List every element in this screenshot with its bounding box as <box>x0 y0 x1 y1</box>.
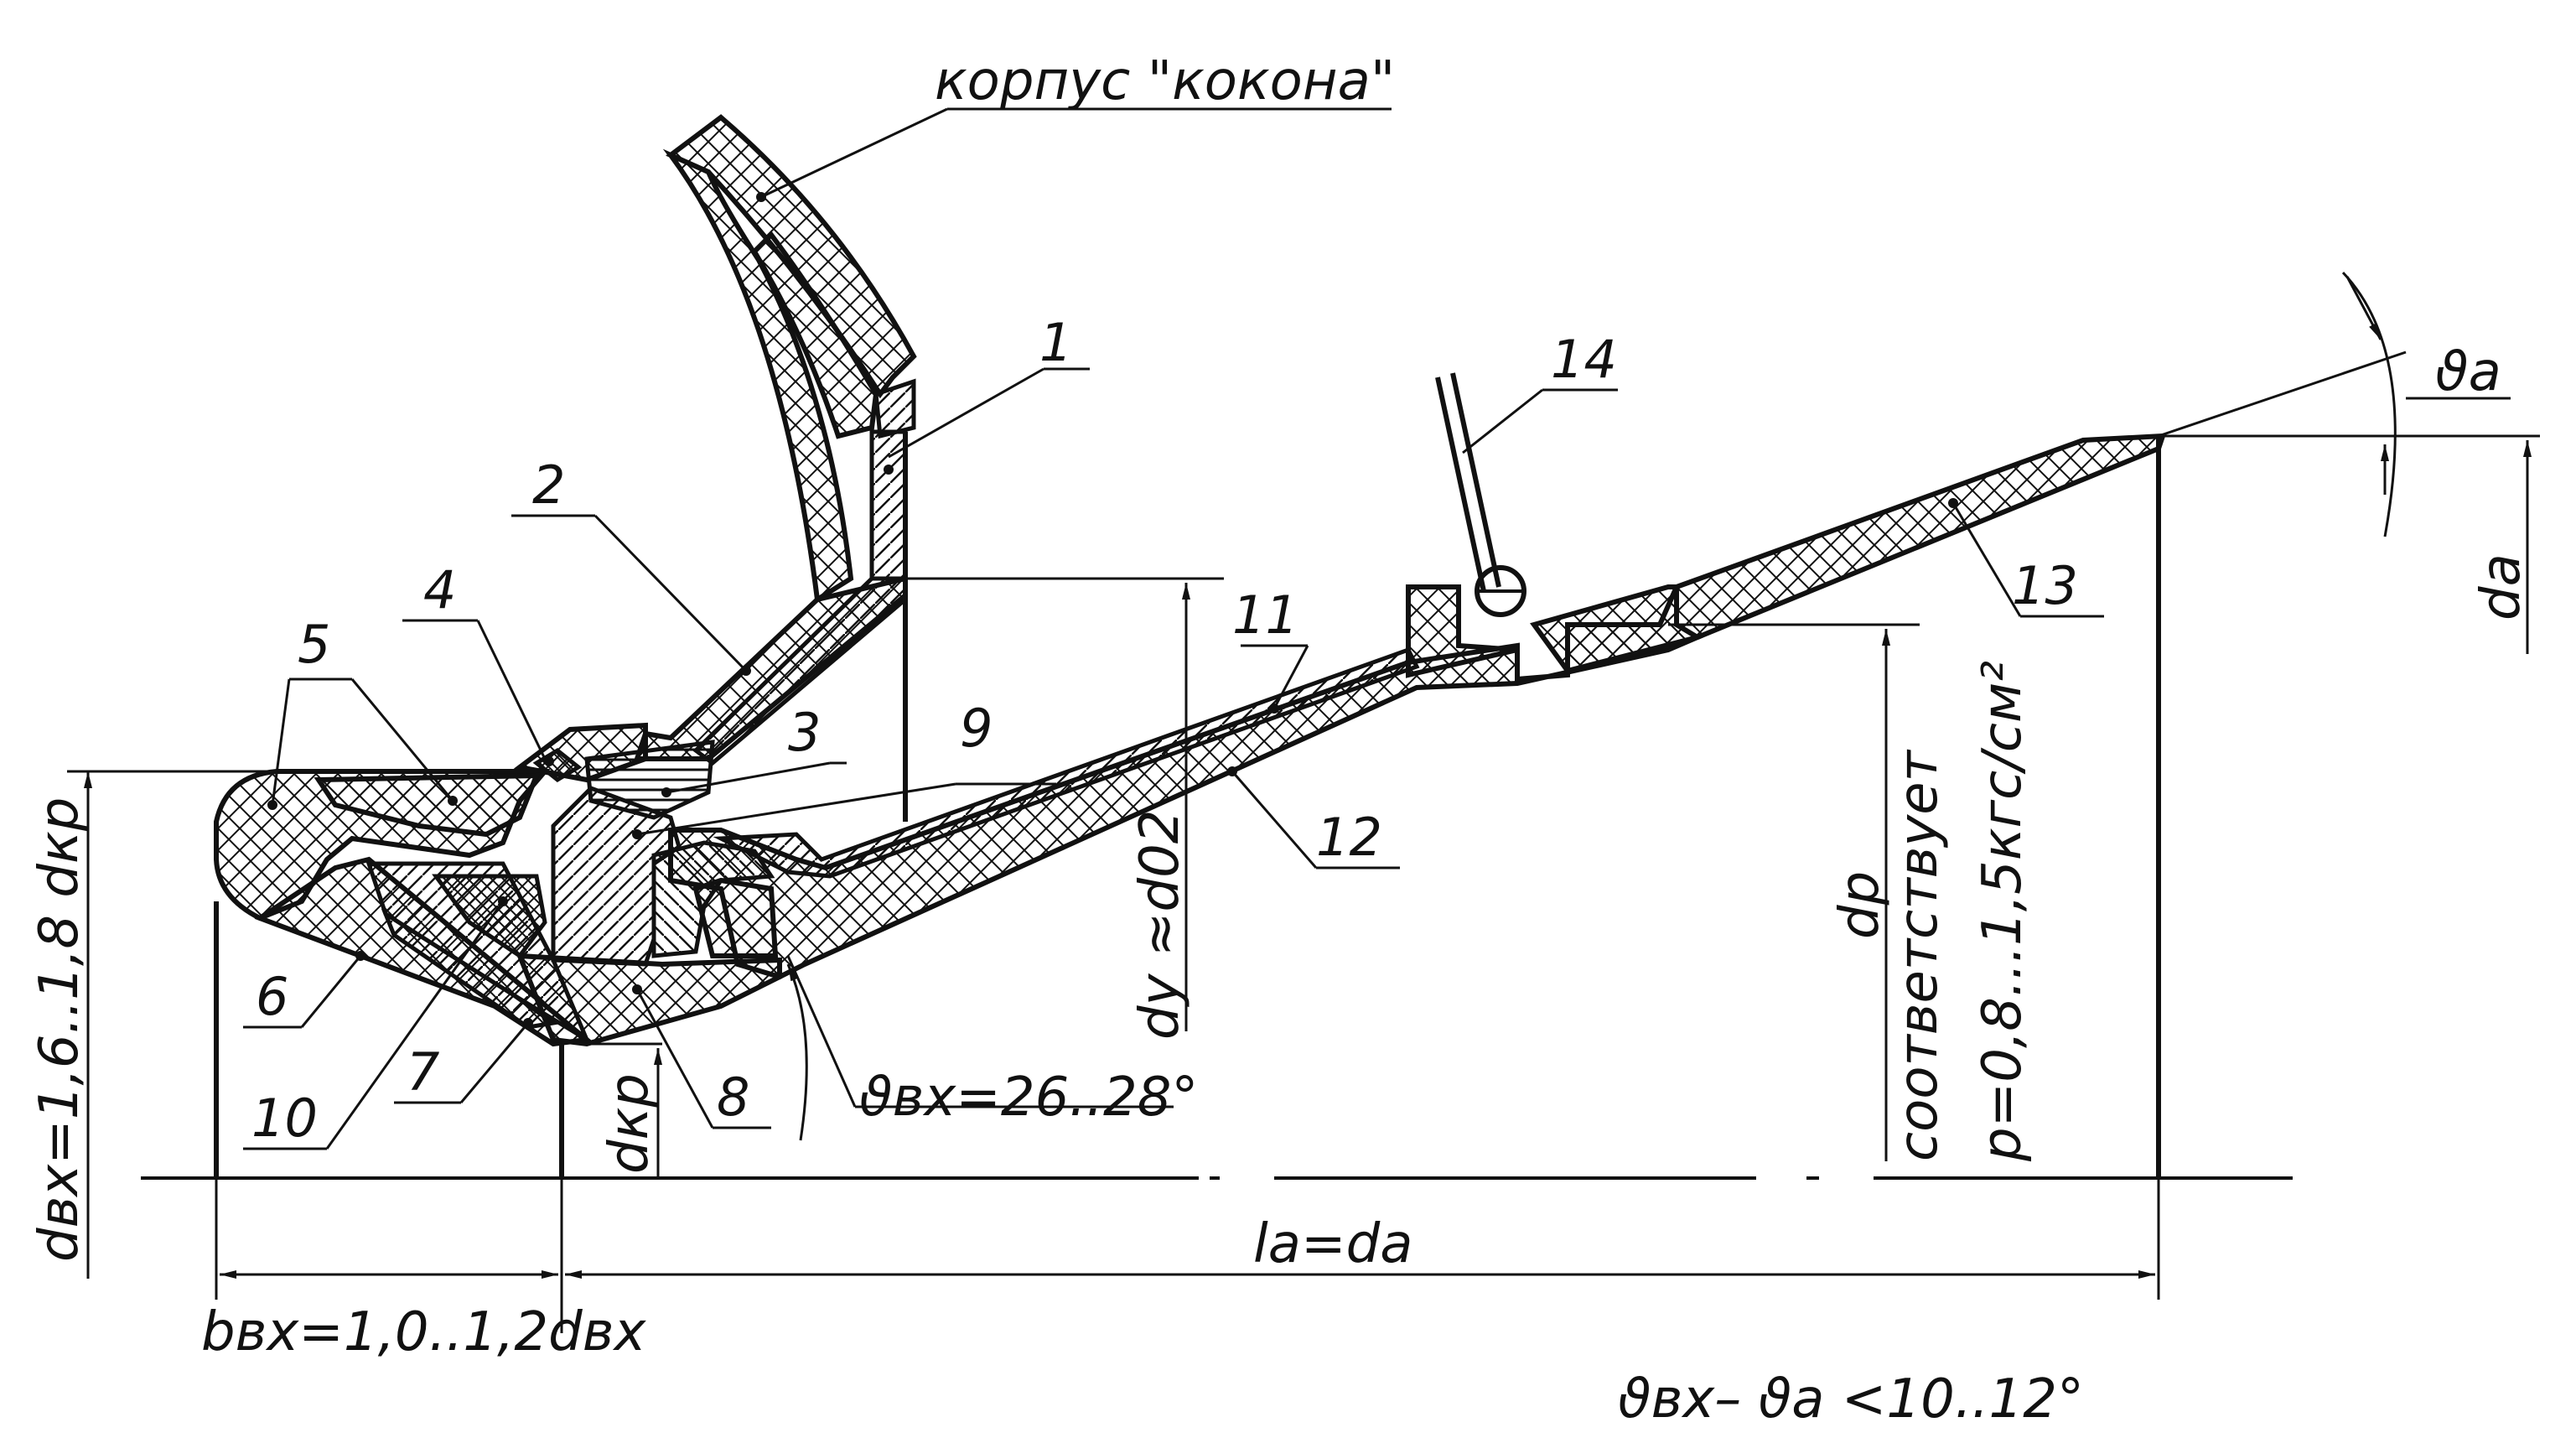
part-11-label: 11 <box>1232 584 1298 646</box>
d-a-label: dа <box>2470 553 2532 620</box>
part-9-label: 9 <box>960 698 993 759</box>
angle-condition-label: ϑвх– ϑа <10..12° <box>1618 1368 2084 1430</box>
d-p-label: dр <box>1829 871 1891 939</box>
cocoon-body <box>662 114 917 605</box>
part-8-label: 8 <box>717 1067 749 1128</box>
part-5-label: 5 <box>298 614 330 675</box>
cocoon-body-label: корпус "кокона" <box>935 50 1395 112</box>
part-10-label: 10 <box>251 1088 318 1149</box>
b-inlet-label: bвх=1,0..1,2dвх <box>201 1301 646 1363</box>
part-4-label: 4 <box>423 559 456 620</box>
d-y-label: dу ≈d02 <box>1129 809 1191 1040</box>
part-13-label: 13 <box>2012 555 2078 616</box>
leaders <box>243 107 2104 1150</box>
part-14-lever <box>1435 372 1526 617</box>
part-14-label: 14 <box>1551 329 1617 390</box>
pressure-label: p=0,8...1,5кгс/см² <box>1972 661 2034 1162</box>
part-1-flange <box>869 429 908 822</box>
part-12-label: 12 <box>1316 807 1382 868</box>
dimension-labels: dвх=1,6..1,8 dкр bвх=1,0..1,2dвх dкр dу … <box>29 341 2532 1430</box>
part-13-nozzle-skirt <box>1530 433 2167 674</box>
part-5-inlet-lip <box>214 769 551 921</box>
theta-inlet-label: ϑвх=26..28° <box>859 1067 1198 1129</box>
l-a-label: lа=dа <box>1253 1213 1412 1275</box>
d-inlet-label: dвх=1,6..1,8 dкр <box>29 797 91 1262</box>
part-2-label: 2 <box>532 454 565 516</box>
part-10-mesh <box>432 874 547 959</box>
part-6-label: 6 <box>256 966 288 1027</box>
dimension-lines <box>67 271 2540 1333</box>
part-7-label: 7 <box>407 1041 439 1103</box>
theta-a-label: ϑа <box>2435 341 2501 403</box>
part-labels: корпус "кокона" 1 2 3 4 5 6 7 8 9 10 11 … <box>251 50 2078 1149</box>
part-3-label: 3 <box>788 702 821 763</box>
part-2-wall <box>633 575 908 766</box>
d-throat-label: dкр <box>599 1073 661 1174</box>
corresponds-label: соответствует <box>1888 749 1950 1161</box>
part-1-label: 1 <box>1039 312 1072 373</box>
